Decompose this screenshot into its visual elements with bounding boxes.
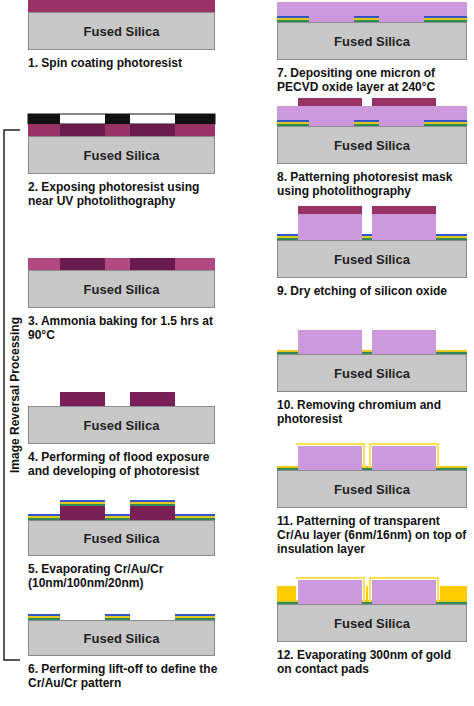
oxide-layer: [277, 2, 467, 22]
photomask: [28, 114, 215, 124]
substrate-block: Fused Silica: [28, 136, 215, 174]
substrate-label: Fused Silica: [84, 531, 160, 546]
step-caption: 3. Ammonia baking for 1.5 hrs at 90°C: [28, 314, 218, 342]
substrate-block: Fused Silica: [277, 470, 467, 508]
substrate-label: Fused Silica: [334, 366, 410, 381]
step-caption: 10. Removing chromium and photoresist: [277, 398, 469, 426]
photoresist: [60, 392, 175, 406]
oxide-pillar: [298, 214, 436, 240]
cr-au-cr-layer: [28, 500, 215, 520]
transparent-cr-au-layer: [296, 444, 438, 468]
substrate-label: Fused Silica: [334, 252, 410, 267]
step-caption: 7. Depositing one micron of PECVD oxide …: [277, 66, 469, 94]
substrate-label: Fused Silica: [84, 282, 160, 297]
transparent-cr-au-layer: [296, 578, 438, 602]
photoresist-mask: [298, 98, 436, 106]
step-caption: 2. Exposing photoresist using near UV ph…: [28, 180, 218, 208]
substrate-block: Fused Silica: [28, 406, 215, 444]
oxide-pillar: [298, 446, 436, 470]
substrate-block: Fused Silica: [277, 126, 467, 164]
step-caption: 1. Spin coating photoresist: [28, 56, 218, 70]
step-caption: 6. Performing lift-off to define the Cr/…: [28, 662, 218, 690]
substrate-label: Fused Silica: [334, 34, 410, 49]
substrate-label: Fused Silica: [84, 148, 160, 163]
substrate-label: Fused Silica: [84, 418, 160, 433]
photoresist: [60, 506, 175, 520]
substrate-block: Fused Silica: [28, 12, 215, 50]
substrate-block: Fused Silica: [28, 270, 215, 308]
step-caption: 4. Performing of flood exposure and deve…: [28, 450, 218, 478]
substrate-label: Fused Silica: [334, 616, 410, 631]
substrate-block: Fused Silica: [277, 604, 467, 642]
bracket-label: Image Reversal Processing: [7, 135, 23, 655]
substrate-block: Fused Silica: [28, 520, 215, 556]
step-caption: 8. Patterning photoresist mask using pho…: [277, 170, 469, 198]
oxide-layer: [277, 106, 467, 126]
photoresist: [28, 0, 215, 12]
oxide-pillar: [298, 580, 436, 604]
substrate-label: Fused Silica: [334, 482, 410, 497]
substrate-label: Fused Silica: [84, 631, 160, 646]
step-caption: 9. Dry etching of silicon oxide: [277, 284, 469, 298]
substrate-label: Fused Silica: [334, 138, 410, 153]
step-caption: 5. Evaporating Cr/Au/Cr (10nm/100nm/20nm…: [28, 562, 218, 590]
photoresist-mask: [298, 206, 436, 214]
step-caption: 12. Evaporating 300nm of gold on contact…: [277, 648, 469, 676]
oxide-pillar: [298, 330, 436, 354]
substrate-block: Fused Silica: [277, 354, 467, 392]
substrate-block: Fused Silica: [277, 22, 467, 60]
substrate-block: Fused Silica: [277, 240, 467, 278]
photoresist: [28, 124, 215, 136]
step-caption: 11. Patterning of transparent Cr/Au laye…: [277, 514, 469, 556]
substrate-label: Fused Silica: [84, 24, 160, 39]
gold-contact-pad: [277, 586, 467, 600]
substrate-block: Fused Silica: [28, 620, 215, 656]
photoresist: [28, 258, 215, 270]
